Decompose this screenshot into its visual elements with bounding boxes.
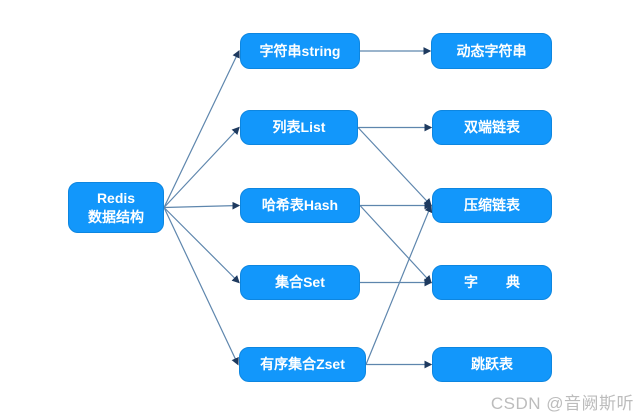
edge-hash-dict	[359, 205, 432, 284]
node-sds: 动态字符串	[431, 33, 552, 69]
node-zset: 有序集合Zset	[239, 347, 366, 382]
node-ziplist-label: 压缩链表	[464, 197, 520, 214]
node-redis: Redis 数据结构	[68, 182, 164, 233]
node-hash-label: 哈希表Hash	[261, 197, 339, 214]
node-redis-label: Redis	[96, 189, 136, 206]
edge-zset-ziplist	[365, 204, 433, 365]
node-dict: 字 典	[432, 265, 552, 300]
node-sds-label: 动态字符串	[456, 42, 527, 59]
edge-redis-zset	[163, 207, 239, 366]
node-zset-label: 有序集合Zset	[260, 356, 345, 373]
node-hash: 哈希表Hash	[240, 188, 360, 223]
node-set: 集合Set	[240, 265, 360, 300]
node-ziplist: 压缩链表	[432, 188, 552, 223]
edge-redis-set	[163, 207, 240, 284]
node-list: 列表List	[240, 110, 358, 145]
watermark: CSDN @音阙斯听	[490, 394, 634, 413]
node-dict-label: 字 典	[464, 274, 520, 291]
edge-redis-hash	[163, 201, 241, 210]
edge-list-ziplist	[357, 127, 432, 207]
node-string-label: 字符串string	[259, 42, 341, 59]
node-string: 字符串string	[240, 33, 360, 69]
node-linkedlist: 双端链表	[432, 110, 552, 145]
node-linkedlist-label: 双端链表	[464, 119, 520, 136]
edge-redis-list	[163, 126, 240, 208]
node-set-label: 集合Set	[275, 274, 325, 291]
edge-redis-string	[163, 49, 240, 208]
node-skiplist: 跳跃表	[432, 347, 552, 382]
node-redis-label: 数据结构	[88, 208, 144, 225]
node-list-label: 列表List	[272, 119, 326, 136]
node-skiplist-label: 跳跃表	[471, 356, 513, 373]
